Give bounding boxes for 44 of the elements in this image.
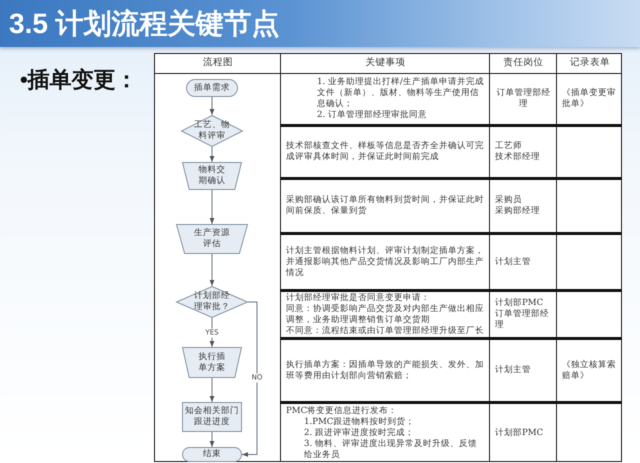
manual-operation-trapezoid: 执行插单方案 — [182, 347, 242, 378]
item-description: 1. 业务助理提出打样/生产插单申请并完成文件（新单）、版材、物料等生产使用信息确认； — [317, 76, 485, 110]
column-header: 流程图 — [203, 57, 233, 68]
item-description: 3. 物料、评审进度出现异常及时升级、反馈给业务员 — [304, 438, 478, 460]
item-description: 采购部确认该订单所有物料到货时间，并保证此时间前保质、保量到货 — [286, 195, 485, 217]
section-heading: •插单变更： — [20, 66, 138, 94]
item-description: 计划部经理审批是否同意变更申请： — [286, 292, 430, 304]
arrow — [210, 378, 214, 402]
item-description: 计划主管根据物料计划、评审计划制定插单方案，并通报影响其他产品交货情况及影响工厂内部生产情况 — [286, 246, 485, 278]
responsible-role: 工艺师 — [495, 141, 522, 152]
responsible-role: 计划部PMC — [495, 298, 544, 309]
arrow — [242, 302, 258, 457]
item-description: 2. 跟进评审进度按时完成； — [304, 428, 414, 438]
arrow — [210, 254, 214, 286]
item-description: 1.PMC跟进物料按时到货； — [304, 416, 414, 428]
manual-operation-trapezoid: 物料交期确认 — [182, 162, 242, 190]
column-header: 关键事项 — [366, 57, 406, 68]
responsible-role: 采购部经理 — [495, 206, 540, 217]
column-header: 责任岗位 — [504, 57, 544, 68]
item-description: 不同意：流程结束或由订单管理部经理升级至厂长 — [286, 326, 484, 336]
arrow — [210, 318, 214, 348]
responsible-role: 计划部PMC — [495, 428, 544, 438]
decision-diamond: 工艺、物料评审 — [181, 115, 243, 147]
item-description: 执行插单方案：因插单导致的产能损失、发外、加班等费用由计划部向营销索赔； — [286, 360, 485, 382]
responsible-role: 订单管理部经理 — [495, 309, 550, 331]
responsible-role: 采购员 — [495, 195, 522, 206]
page-title: 3.5 计划流程关键节点 — [9, 7, 280, 41]
process-box: 知会相关部门跟进进度 — [182, 402, 242, 432]
arrow — [210, 190, 214, 224]
item-description: 同意：协调受影响产品交货及对内部生产做出相应调整，业务助理调整销售订单交货期 — [286, 304, 485, 326]
record-form-name: 《插单变更审批单》 — [562, 88, 617, 110]
item-description: 技术部核查文件、样板等信息是否齐全并确认可完成评审具体时间，并保证此时间前完成 — [286, 141, 485, 163]
responsible-role: 计划主管 — [495, 365, 531, 376]
item-description: 2. 订单管理部经理审批同意 — [317, 110, 427, 120]
responsible-role: 计划主管 — [495, 256, 531, 268]
arrow — [210, 146, 214, 162]
item-description: PMC将变更信息进行发布： — [286, 406, 398, 416]
arrow — [210, 96, 214, 116]
responsible-role: 订单管理部经理 — [496, 88, 552, 110]
decision-diamond: 计划部经理审批？ — [176, 286, 248, 318]
responsible-role: 技术部经理 — [495, 152, 540, 163]
arrow — [210, 432, 214, 448]
record-form-name: 《独立核算索赔单》 — [562, 360, 617, 382]
column-header: 记录表单 — [570, 57, 610, 68]
